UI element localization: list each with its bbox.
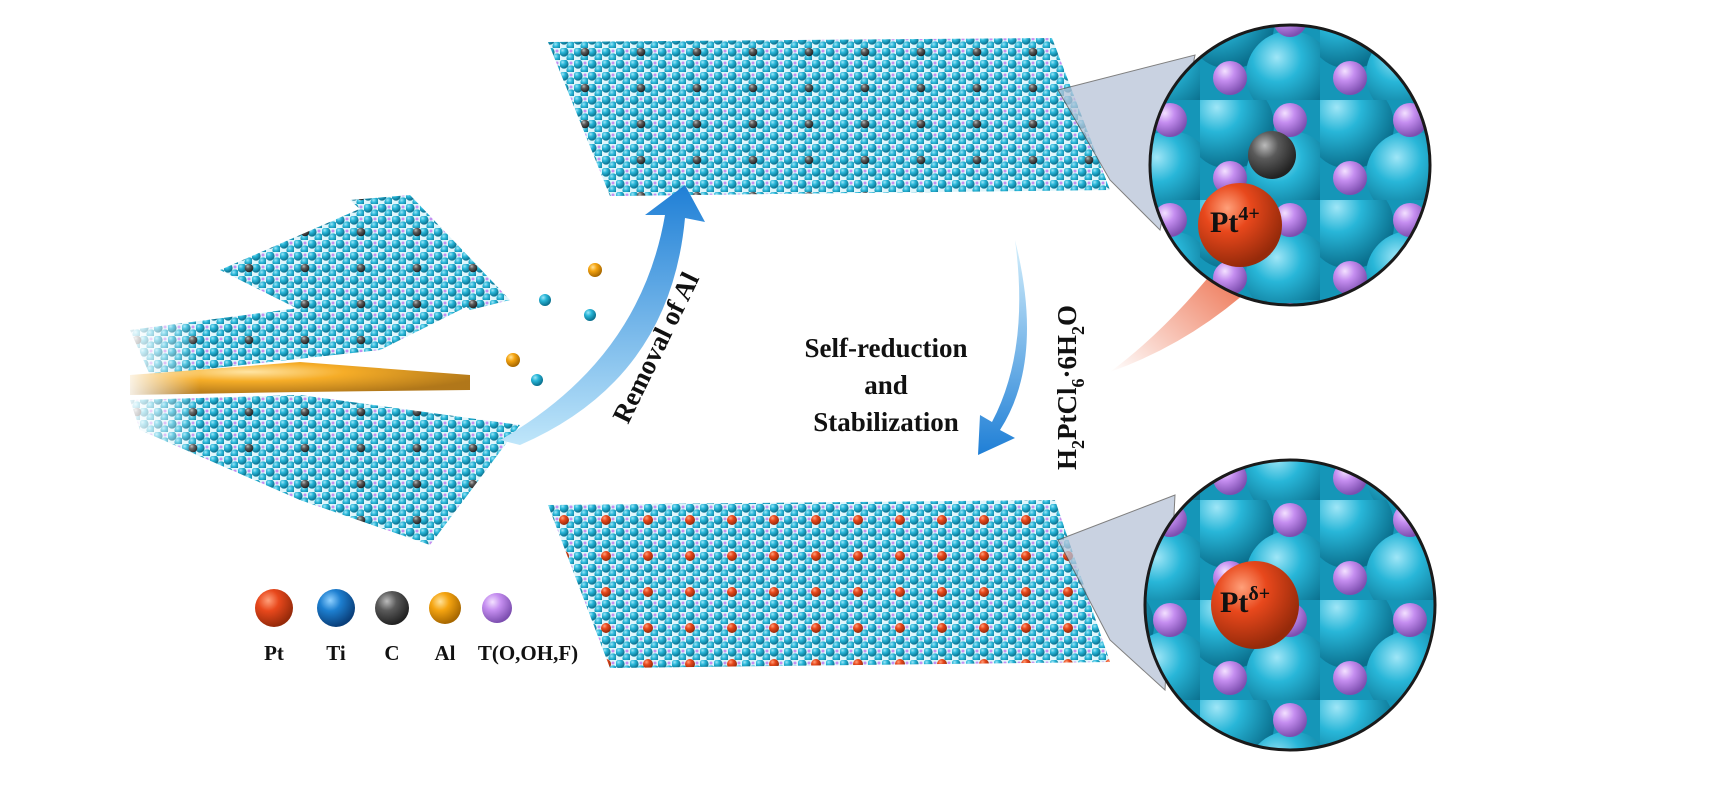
ptdelta-label: Ptδ+ xyxy=(1220,583,1270,619)
mxene-sheet-top xyxy=(548,38,1110,196)
legend-label-ti: Ti xyxy=(326,641,346,665)
legend-label-pt: Pt xyxy=(264,641,284,665)
pt-mxene-sheet-bottom xyxy=(548,500,1110,668)
removal-arrow xyxy=(500,185,705,445)
legend-swatch-t xyxy=(482,593,512,623)
legend-swatch-c xyxy=(375,591,409,625)
zoom-circle-ptdelta xyxy=(1145,460,1435,750)
reagent-formula: H2PtCl6·6H2O xyxy=(1052,305,1088,470)
legend-swatch-al xyxy=(429,592,461,624)
zoom-circle-pt4 xyxy=(1150,25,1430,305)
legend-swatch-ti xyxy=(317,589,355,627)
legend-swatch-pt xyxy=(255,589,293,627)
legend-label-t: T(O,OH,F) xyxy=(478,641,578,665)
legend-label-al: Al xyxy=(435,641,456,665)
self-reduction-line2: and xyxy=(864,370,908,400)
max-phase-structure xyxy=(120,195,602,545)
pt4-label: Pt4+ xyxy=(1210,203,1260,239)
legend-label-c: C xyxy=(384,641,399,665)
legend: Pt Ti C Al T(O,OH,F) xyxy=(255,589,578,665)
reduction-arrow xyxy=(978,240,1027,455)
self-reduction-line3: Stabilization xyxy=(813,407,959,437)
zoom-cone-bottom xyxy=(1057,494,1176,692)
self-reduction-line1: Self-reduction xyxy=(805,333,968,363)
